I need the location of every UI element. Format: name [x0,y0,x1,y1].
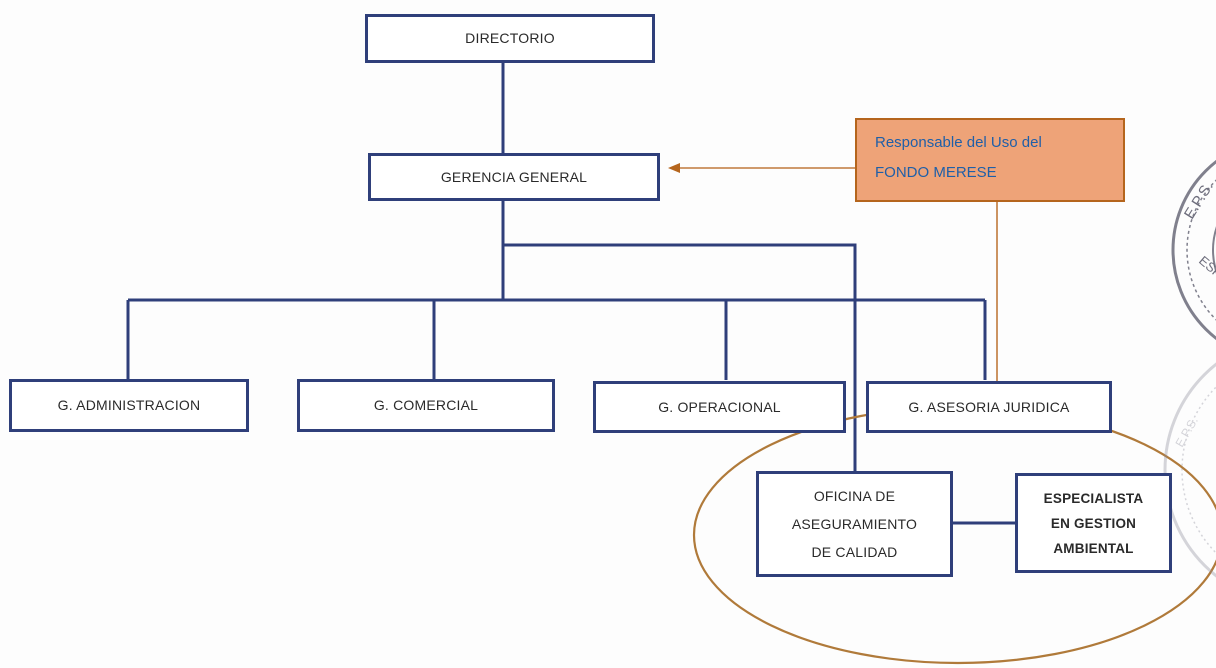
node-oficina-line-3: DE CALIDAD [811,544,898,560]
node-oficina-line-1: OFICINA DE [813,488,896,504]
callout-responsable: Responsable del Uso del FONDO MERESE [855,118,1125,202]
node-gerencia-general: GERENCIA GENERAL [368,153,660,201]
stamp-seal: E.P.S. ESPE [1171,159,1216,341]
faded-stamp: E.P.S. [1163,362,1216,578]
node-especialista-line-2: EN GESTION [1050,515,1137,531]
node-g-asesoria-juridica-label: G. ASESORIA JURIDICA [908,398,1070,415]
node-directorio: DIRECTORIO [365,14,655,63]
arrowhead-gerencia [668,163,680,173]
node-oficina-aseguramiento: OFICINA DE ASEGURAMIENTO DE CALIDAD [756,471,953,577]
callout-line-2: FONDO MERESE [875,164,997,181]
node-g-asesoria-juridica: G. ASESORIA JURIDICA [866,381,1112,433]
node-g-administracion-label: G. ADMINISTRACION [57,397,201,414]
svg-text:ESPE: ESPE [1196,253,1216,287]
node-especialista-line-3: AMBIENTAL [1053,540,1134,556]
node-especialista-line-1: ESPECIALISTA [1043,490,1144,506]
node-g-administracion: G. ADMINISTRACION [9,379,249,432]
node-oficina-line-2: ASEGURAMIENTO [791,516,918,532]
node-gerencia-general-label: GERENCIA GENERAL [440,168,588,185]
callout-line-1: Responsable del Uso del [875,134,1042,151]
node-directorio-label: DIRECTORIO [465,30,555,47]
node-g-operacional: G. OPERACIONAL [593,381,846,433]
node-g-comercial: G. COMERCIAL [297,379,555,432]
connector-gerencia-oficina [503,243,857,472]
node-g-comercial-label: G. COMERCIAL [373,397,479,414]
node-g-operacional-label: G. OPERACIONAL [658,398,781,415]
svg-text:E.P.S.: E.P.S. [1172,414,1200,449]
node-especialista-gestion: ESPECIALISTA EN GESTION AMBIENTAL [1015,473,1172,573]
